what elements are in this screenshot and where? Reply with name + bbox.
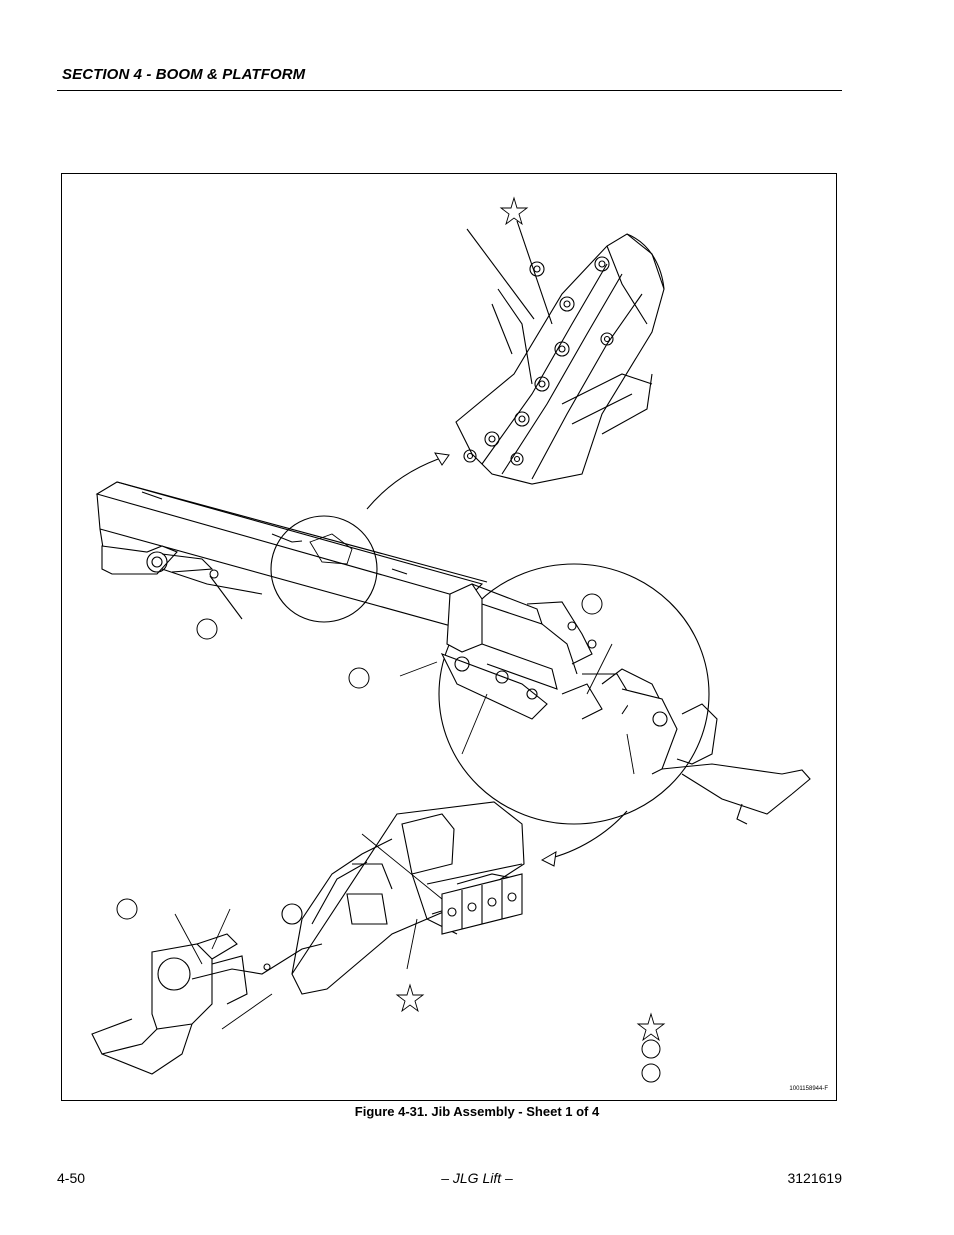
detail-circle-middle	[438, 563, 710, 825]
chain-links	[463, 256, 614, 466]
callout-circle	[581, 593, 603, 615]
star-legend-icon	[636, 1012, 666, 1042]
legend	[636, 1012, 666, 1083]
circle-legend-icon	[641, 1039, 661, 1059]
callout-circle	[348, 667, 370, 689]
jib-rotator-detail	[440, 583, 811, 825]
circle-legend-icon	[641, 1063, 661, 1083]
main-boom	[95, 481, 488, 630]
star-marker-icon	[395, 983, 425, 1013]
jib-assembly-drawing	[91, 196, 811, 1083]
star-marker-icon	[499, 196, 529, 226]
callout-circle	[116, 898, 138, 920]
manual-number: 3121619	[787, 1170, 842, 1186]
jib-mount-detail	[91, 801, 525, 1075]
drawing-number: 1001158944-F	[789, 1086, 828, 1092]
detail-cable-carrier	[455, 220, 665, 485]
detail-circle-upper	[270, 515, 378, 623]
footer-brand: – JLG Lift –	[441, 1170, 513, 1186]
section-title: SECTION 4 - BOOM & PLATFORM	[62, 66, 306, 83]
callout-circle	[196, 618, 218, 640]
detail-arrow	[546, 810, 628, 860]
detail-arrow	[366, 455, 448, 510]
figure-frame: 1001158944-F	[61, 173, 837, 1101]
figure-caption: Figure 4-31. Jib Assembly - Sheet 1 of 4	[354, 1104, 600, 1119]
page-number: 4-50	[57, 1170, 86, 1186]
header-divider	[57, 90, 842, 91]
